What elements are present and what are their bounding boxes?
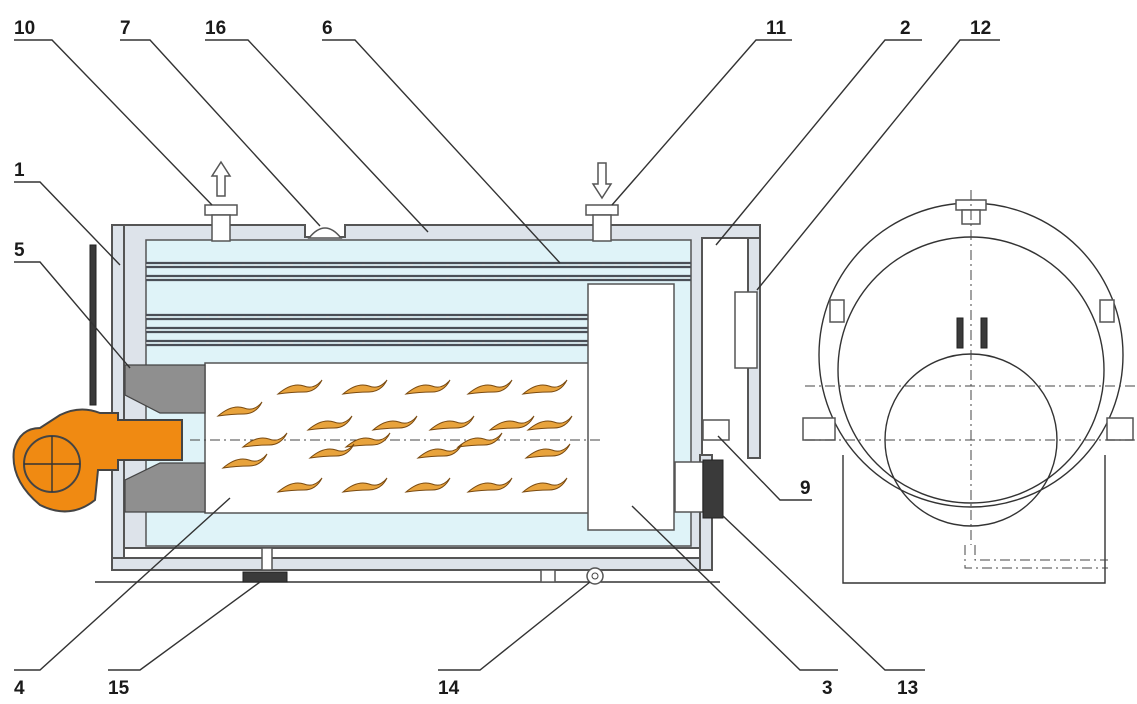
flame-shape — [344, 432, 391, 448]
water-outlet — [204, 160, 238, 242]
callout-14: 14 — [438, 678, 460, 699]
inlet-arrow-down-icon — [591, 162, 613, 200]
burner — [12, 408, 183, 513]
flame-shape — [308, 443, 355, 459]
smoke-tubes-middle — [146, 313, 590, 347]
callout-5: 5 — [14, 240, 25, 261]
furnace — [204, 362, 591, 514]
flame-shape — [371, 415, 418, 431]
flame-shape — [216, 401, 263, 417]
flame-shape — [526, 415, 573, 431]
callout-9: 9 — [800, 478, 811, 499]
flame-shape — [521, 477, 568, 493]
callout-2: 2 — [900, 18, 911, 39]
flames — [216, 379, 573, 493]
drain-block — [242, 571, 288, 583]
reversal-chamber — [587, 283, 675, 531]
flue-outlet — [674, 461, 704, 513]
flame-shape — [466, 477, 513, 493]
flame-shape — [521, 379, 568, 395]
flame-shape — [416, 443, 463, 459]
flame-shape — [276, 477, 323, 493]
rear-sight-box — [734, 291, 758, 369]
flue-flange — [702, 459, 724, 519]
callout-3: 3 — [822, 678, 833, 699]
smoke-tubes-upper — [146, 261, 691, 282]
water-inlet — [585, 162, 619, 242]
flame-shape — [456, 432, 503, 448]
flame-shape — [524, 443, 571, 459]
callout-1: 1 — [14, 160, 25, 181]
manhole — [307, 227, 343, 239]
callout-leaders — [14, 39, 1000, 671]
callout-11: 11 — [766, 18, 787, 39]
flame-shape — [241, 432, 288, 448]
flame-shape — [488, 415, 535, 431]
callout-7: 7 — [120, 18, 131, 39]
flame-shape — [466, 379, 513, 395]
callout-13: 13 — [897, 678, 918, 699]
flame-shape — [221, 453, 268, 469]
flame-shape — [404, 477, 451, 493]
flame-shape — [341, 477, 388, 493]
callout-6: 6 — [322, 18, 333, 39]
callout-4: 4 — [14, 678, 25, 699]
flame-shape — [341, 379, 388, 395]
outlet-arrow-up-icon — [210, 160, 232, 197]
drain-valve — [586, 567, 604, 585]
flame-shape — [276, 379, 323, 395]
end-view — [802, 190, 1137, 584]
flame-shape — [306, 415, 353, 431]
rear-connector — [702, 419, 730, 441]
support-foot-2 — [540, 569, 556, 583]
callout-12: 12 — [970, 18, 991, 39]
flame-shape — [404, 379, 451, 395]
callout-10: 10 — [14, 18, 35, 39]
callout-numbers: 1 2 3 4 5 6 7 9 10 11 12 13 14 15 16 — [14, 18, 991, 699]
burner-throat — [124, 364, 206, 513]
callout-15: 15 — [108, 678, 130, 699]
flame-shape — [428, 415, 475, 431]
support-foot — [261, 547, 273, 571]
callout-16: 16 — [205, 18, 226, 39]
